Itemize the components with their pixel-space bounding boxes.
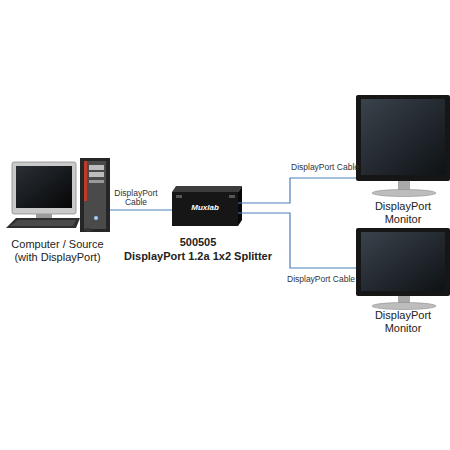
monitor-illustration bbox=[356, 228, 450, 310]
cable-label: DisplayPort Cable bbox=[291, 162, 381, 172]
node-label: Computer / Source (with DisplayPort) bbox=[0, 238, 115, 264]
node-label: DisplayPort 1.2a 1x2 Splitter bbox=[98, 250, 298, 263]
brand-logo: Muxlab bbox=[180, 203, 230, 212]
cable-label: DisplayPort Cable bbox=[287, 274, 377, 284]
node-label: DisplayPort Monitor bbox=[356, 309, 450, 335]
display-monitor: DisplayPort Monitor bbox=[356, 228, 450, 308]
computer-source: Computer / Source (with DisplayPort) bbox=[5, 158, 110, 232]
displayport-cable bbox=[238, 178, 356, 203]
model-number: 500505 bbox=[98, 236, 298, 249]
monitor-illustration bbox=[356, 95, 450, 197]
node-label: DisplayPort Monitor bbox=[356, 200, 450, 226]
cable-label: DisplayPort Cable bbox=[111, 189, 161, 207]
display-monitor: DisplayPort Monitor bbox=[356, 95, 450, 195]
computer-illustration bbox=[6, 158, 110, 232]
displayport-cable bbox=[110, 209, 172, 210]
splitter-illustration bbox=[172, 186, 242, 226]
